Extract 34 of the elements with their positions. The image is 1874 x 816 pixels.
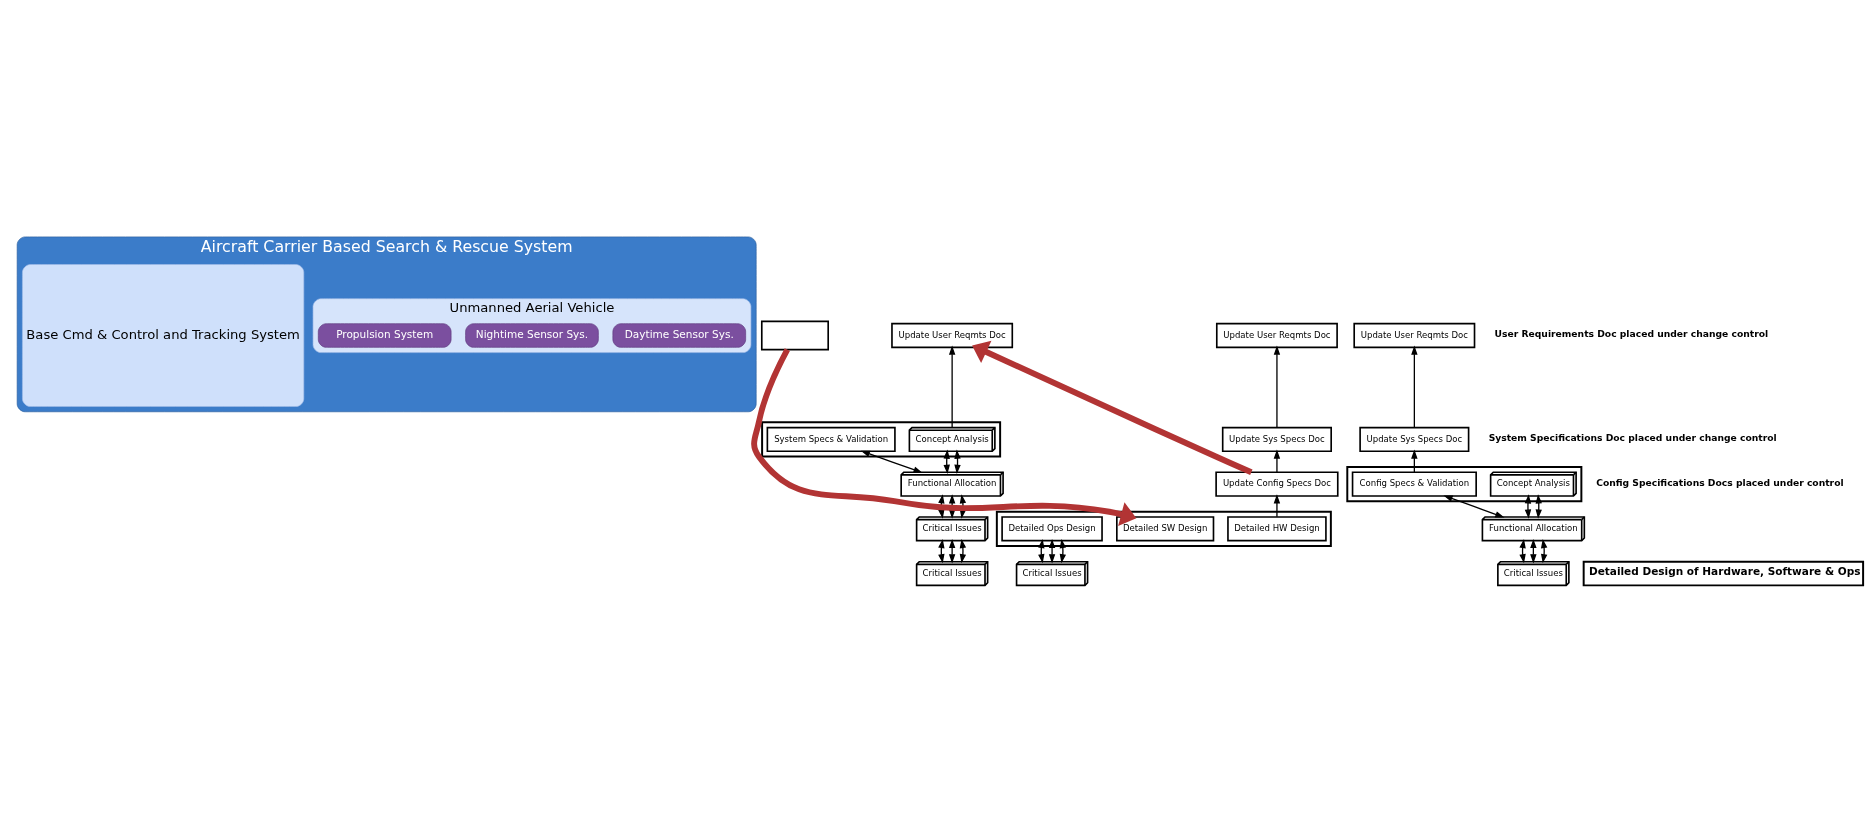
node-box — [760, 320, 829, 350]
arrow — [959, 538, 966, 563]
node-box: Detailed HW Design — [1226, 515, 1327, 541]
arrow — [948, 345, 955, 428]
node-box: Update Sys Specs Doc — [1358, 426, 1469, 452]
label: System Specifications Doc placed under change control — [1488, 431, 1777, 443]
node-box: System Specs & Validation — [766, 426, 896, 452]
arrow — [1442, 494, 1504, 518]
arrow — [948, 538, 955, 563]
arrow — [1273, 345, 1280, 428]
label: User Requirements Doc placed under change control — [1494, 327, 1768, 339]
arrow — [1273, 448, 1280, 473]
node-box: Detailed SW Design — [1115, 515, 1214, 541]
arrow — [1048, 538, 1055, 563]
node-box: Base Cmd & Control and Tracking System — [21, 263, 304, 407]
node-box: Update User Reqmts Doc — [1352, 322, 1475, 348]
arrow — [1410, 345, 1418, 428]
node-box: Config Specs & Validation — [1351, 470, 1477, 497]
node-box: Detailed Ops Design — [1000, 515, 1103, 541]
node-box: Daytime Sensor Sys. — [612, 322, 746, 348]
node-box: Detailed Design of Hardware, Software & Ops — [1582, 560, 1864, 586]
node-box: Propulsion System — [317, 322, 451, 348]
arrow — [750, 347, 1136, 526]
node-box: Update Config Specs Doc — [1214, 470, 1339, 497]
node-box: Nightime Sensor Sys. — [464, 322, 599, 348]
node-box: Update User Reqmts Doc — [1215, 322, 1338, 348]
arrow — [1524, 493, 1531, 519]
arrow — [1540, 538, 1547, 563]
node-box: Update Sys Specs Doc — [1221, 426, 1332, 452]
label: Config Specifications Docs placed under control — [1595, 476, 1844, 488]
node-box: Update User Reqmts Doc — [890, 322, 1013, 348]
arrow — [1059, 538, 1066, 563]
arrow — [1273, 493, 1280, 517]
arrow — [860, 450, 923, 473]
